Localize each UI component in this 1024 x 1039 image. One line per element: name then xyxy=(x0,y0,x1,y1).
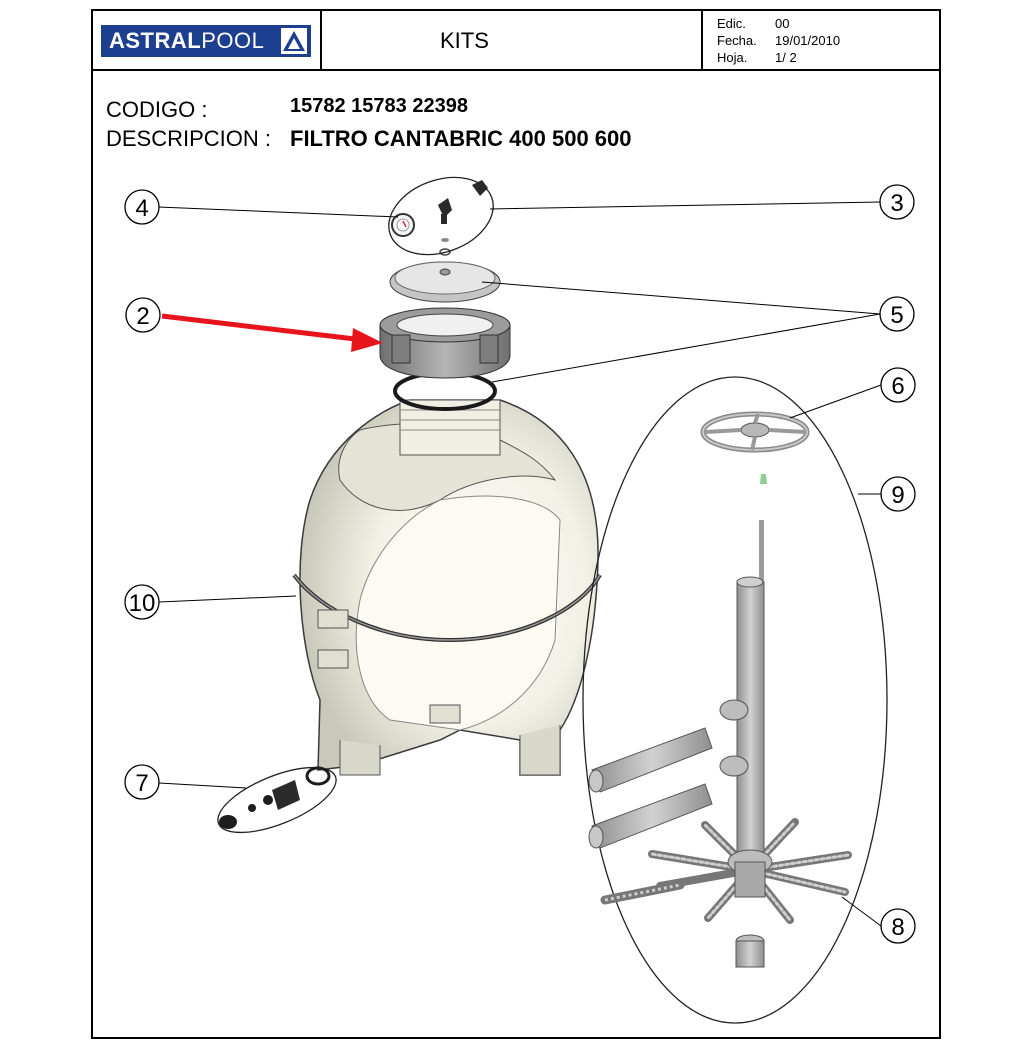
callout-4: 4 xyxy=(124,189,160,225)
filter-lid xyxy=(389,261,501,303)
svg-text:8: 8 xyxy=(891,914,904,941)
codigo-value: 15782 15783 22398 xyxy=(290,95,468,117)
hoja-label: Hoja. xyxy=(717,50,748,65)
edic-label: Edic. xyxy=(717,16,746,31)
page-title: KITS xyxy=(440,28,489,53)
callout-5: 5 xyxy=(879,296,915,332)
svg-text:6: 6 xyxy=(891,373,904,400)
title-divider xyxy=(701,9,703,71)
callout-9: 9 xyxy=(880,476,916,512)
fecha-value: 19/01/2010 xyxy=(775,33,841,48)
leader-lines xyxy=(157,201,882,927)
callout-6: 6 xyxy=(880,367,916,403)
drain-kit-group xyxy=(217,766,337,834)
filter-tank xyxy=(292,399,602,776)
svg-text:5: 5 xyxy=(890,302,903,329)
internals-kit-outline xyxy=(582,376,888,1024)
valve-kit-group xyxy=(388,176,494,256)
callout-3: 3 xyxy=(879,184,915,220)
callout-2: 2 xyxy=(125,297,161,333)
lateral-pipes xyxy=(588,727,713,849)
descripcion-value: FILTRO CANTABRIC 400 500 600 xyxy=(290,126,632,151)
codigo-label: CODIGO : xyxy=(106,97,208,122)
title-divider xyxy=(320,9,322,71)
bottom-fitting xyxy=(735,934,765,968)
svg-text:10: 10 xyxy=(129,590,156,617)
hoja-value: 1/ 2 xyxy=(775,50,797,65)
brand-light: POOL xyxy=(201,28,265,53)
title-block xyxy=(91,9,941,71)
fecha-label: Fecha. xyxy=(717,33,757,48)
svg-text:7: 7 xyxy=(135,770,148,797)
svg-text:9: 9 xyxy=(891,482,904,509)
clamp-ring xyxy=(379,307,511,379)
callout-10: 10 xyxy=(124,584,160,620)
svg-text:3: 3 xyxy=(890,190,903,217)
callout-7: 7 xyxy=(124,764,160,800)
svg-text:4: 4 xyxy=(135,195,148,222)
red-arrow xyxy=(161,313,383,352)
brand-mark-icon xyxy=(281,28,307,54)
astralpool-logo: ASTRALPOOL xyxy=(101,25,311,57)
brand-bold: ASTRAL xyxy=(109,28,202,53)
descripcion-label: DESCRIPCION : xyxy=(106,126,272,151)
edic-value: 00 xyxy=(775,16,790,31)
diffuser xyxy=(700,411,810,453)
green-cap xyxy=(760,474,767,484)
collector-pipe xyxy=(719,520,765,883)
callout-8: 8 xyxy=(880,908,916,944)
svg-text:2: 2 xyxy=(136,303,149,330)
